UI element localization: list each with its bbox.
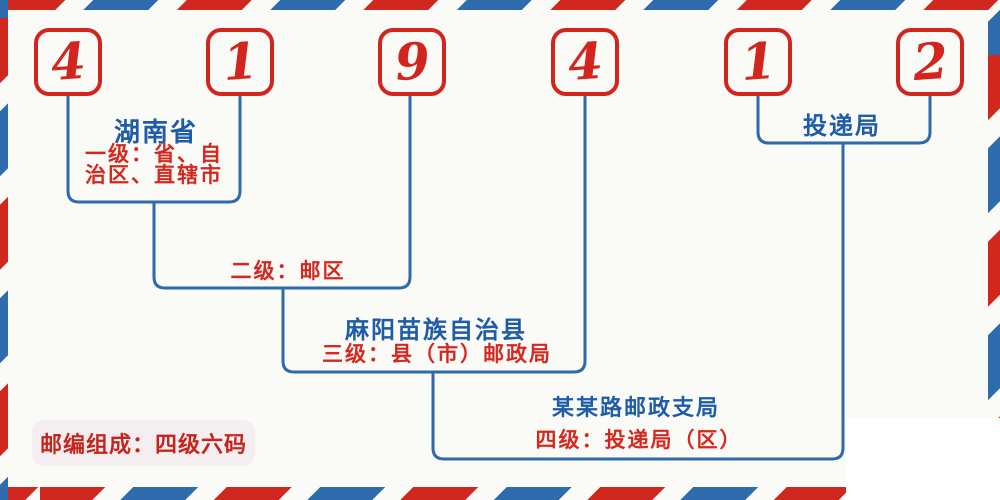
digit-box-6: 2 [896, 28, 964, 96]
digit-6: 2 [910, 30, 950, 93]
bracket-delivery [756, 94, 932, 145]
level2-description: 二级：邮区 [230, 260, 346, 283]
airmail-stripe-border-right [988, 0, 1000, 500]
bracket-level4 [431, 141, 845, 461]
digit-5: 1 [738, 30, 778, 93]
level1-description: 一级：省、自 治区、直辖市 [85, 144, 223, 186]
digit-4: 4 [565, 30, 605, 93]
postal-code-composition-badge: 邮编组成：四级六码 [32, 420, 255, 466]
digit-box-2: 1 [206, 28, 274, 96]
corner-mask [846, 418, 1000, 500]
airmail-stripe-border-top [0, 0, 1000, 10]
digit-box-3: 9 [378, 28, 446, 96]
delivery-bureau-label: 投递局 [803, 113, 881, 140]
level4-place-name: 某某路邮政支局 [551, 395, 721, 420]
level1-description-line1: 一级：省、自 [85, 143, 223, 166]
digit-3: 9 [392, 30, 432, 93]
postal-code-composition-text: 邮编组成：四级六码 [39, 432, 247, 457]
level1-place-name: 湖南省 [113, 117, 199, 147]
airmail-stripe-border-left [0, 0, 8, 500]
digit-box-5: 1 [724, 28, 792, 96]
level4-description: 四级：投递局（区） [535, 429, 743, 452]
level1-description-line2: 治区、直辖市 [85, 164, 223, 187]
level3-description: 三级：县（市）邮政局 [322, 343, 552, 366]
digit-box-4: 4 [551, 28, 619, 96]
digit-box-1: 4 [34, 28, 102, 96]
digit-1: 4 [48, 30, 88, 93]
level3-place-name: 麻阳苗族自治县 [345, 317, 527, 344]
digit-2: 1 [220, 30, 260, 93]
airmail-stripe-border-bottom [0, 487, 1000, 500]
